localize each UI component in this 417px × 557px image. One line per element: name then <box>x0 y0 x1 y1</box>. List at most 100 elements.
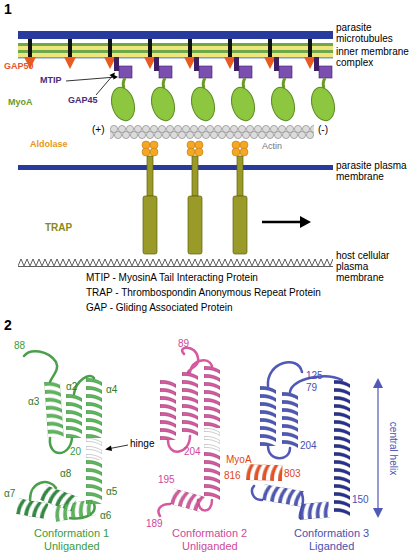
ribbon-structure <box>86 438 102 460</box>
polarity-label: (-) <box>318 124 328 135</box>
conformation-label: Unliganded <box>44 540 100 552</box>
residue-number: 204 <box>300 440 317 451</box>
residue-number: 204 <box>184 446 201 457</box>
ribbon-structure <box>66 394 82 438</box>
aldolase-clusters <box>142 141 158 156</box>
membrane-layers <box>18 31 333 39</box>
ribbon-structure <box>160 380 176 440</box>
trap-proteins <box>143 156 247 254</box>
hinge-arrow <box>110 445 128 449</box>
hinge-label: hinge <box>130 438 154 449</box>
ribbon-structure <box>86 378 102 438</box>
protein-label: MTIP <box>40 76 62 86</box>
protein-label: Aldolase <box>30 140 68 150</box>
residue-number: 150 <box>352 494 369 505</box>
ribbon-structure <box>16 498 48 519</box>
trap-proteins <box>188 156 202 254</box>
hinge-arrow <box>105 446 112 452</box>
ribbon-structure <box>158 348 220 516</box>
ribbon-structure <box>334 380 350 516</box>
structure-label: parasite plasma membrane <box>336 160 416 182</box>
ribbon-structure <box>160 380 176 440</box>
residue-number: 189 <box>146 518 163 529</box>
aldolase-clusters <box>232 141 248 156</box>
ribbon-structure <box>204 428 220 452</box>
leader-arrows <box>96 74 114 95</box>
protein-label: TRAP <box>45 222 72 233</box>
ribbon-structure <box>246 362 350 520</box>
ribbon-structure <box>262 484 304 507</box>
ribbon-structure <box>282 392 298 448</box>
ribbon-structure <box>204 366 220 428</box>
ribbon-structure <box>252 362 342 518</box>
central-helix-arrow <box>377 386 378 510</box>
legend-text: MTIP - MyosinA Tail Interacting Protein <box>86 272 258 283</box>
leader-arrows <box>66 73 118 96</box>
ribbon-structure <box>182 372 198 436</box>
residue-number: 89 <box>178 338 189 349</box>
ribbon-structure <box>66 394 82 438</box>
helix-label: α2 <box>66 381 77 392</box>
ribbon-structure <box>86 460 102 504</box>
ribbon-structure <box>170 489 205 513</box>
protein-label: GAP45 <box>68 96 98 106</box>
myosin-motors <box>308 57 338 123</box>
conformation-label: Unliganded <box>182 540 238 552</box>
protein-label: GAP50 <box>4 62 34 72</box>
ribbon-structure <box>50 438 72 453</box>
conformation-label: Conformation 3 <box>294 527 369 539</box>
ribbon-structure <box>299 501 330 520</box>
aldolase-clusters <box>187 141 203 156</box>
ribbon-structure <box>24 351 57 382</box>
legend-text: TRAP - Thrombospondin Anonymous Repeat P… <box>86 287 321 298</box>
structure-label: host cellular plasma membrane <box>336 250 416 283</box>
axis-label: central helix <box>388 422 399 475</box>
ribbon-structure <box>182 372 198 436</box>
host-membrane <box>18 258 333 266</box>
residue-number: 803 <box>284 468 301 479</box>
helix-label: α3 <box>28 396 39 407</box>
host-membrane <box>18 266 333 267</box>
membrane-layers <box>18 53 333 57</box>
gap50-anchors <box>24 39 316 69</box>
myosin-motors <box>108 57 138 123</box>
residue-number: 195 <box>158 474 175 485</box>
ribbon-structure <box>260 386 276 446</box>
structure-label: parasite microtubules <box>336 22 416 44</box>
helix-label: α5 <box>106 486 117 497</box>
ribbon-structure <box>86 438 102 460</box>
myosin-motors <box>188 57 218 123</box>
actin-filament <box>110 124 314 140</box>
ribbon-structure <box>282 392 298 448</box>
gap50-anchors <box>64 39 76 69</box>
conformation-label: Conformation 2 <box>172 527 247 539</box>
protein-label: MyoA <box>8 98 33 108</box>
myosin-motors <box>228 57 258 123</box>
membrane-layers <box>18 50 333 53</box>
helix-label: α7 <box>4 488 15 499</box>
ribbon-structure <box>334 380 350 516</box>
membrane-layers <box>18 46 333 50</box>
central-helix-arrow <box>373 378 383 518</box>
residue-number: 20 <box>70 446 81 457</box>
legend-text: GAP - Gliding Associated Protein <box>86 302 233 313</box>
ribbon-structure <box>44 381 64 438</box>
myosin-motors <box>268 57 298 123</box>
ribbon-structure <box>204 452 220 500</box>
central-helix-arrow <box>373 508 383 518</box>
myosin-motors <box>148 57 178 123</box>
ribbon-structure <box>252 486 262 500</box>
residue-number: 816 <box>224 470 241 481</box>
myosin-motors <box>108 57 338 123</box>
peptide-label: MyoA <box>226 454 252 465</box>
central-helix-arrow <box>373 378 383 388</box>
membrane-layers <box>18 31 333 59</box>
ribbon-structure <box>53 499 95 522</box>
ribbon-structure <box>86 378 102 438</box>
helix-label: α4 <box>106 384 117 395</box>
residue-number: 88 <box>14 340 25 351</box>
ribbon-structure <box>170 489 205 513</box>
panel-number: 2 <box>4 318 12 333</box>
helix-label: α8 <box>60 468 71 479</box>
